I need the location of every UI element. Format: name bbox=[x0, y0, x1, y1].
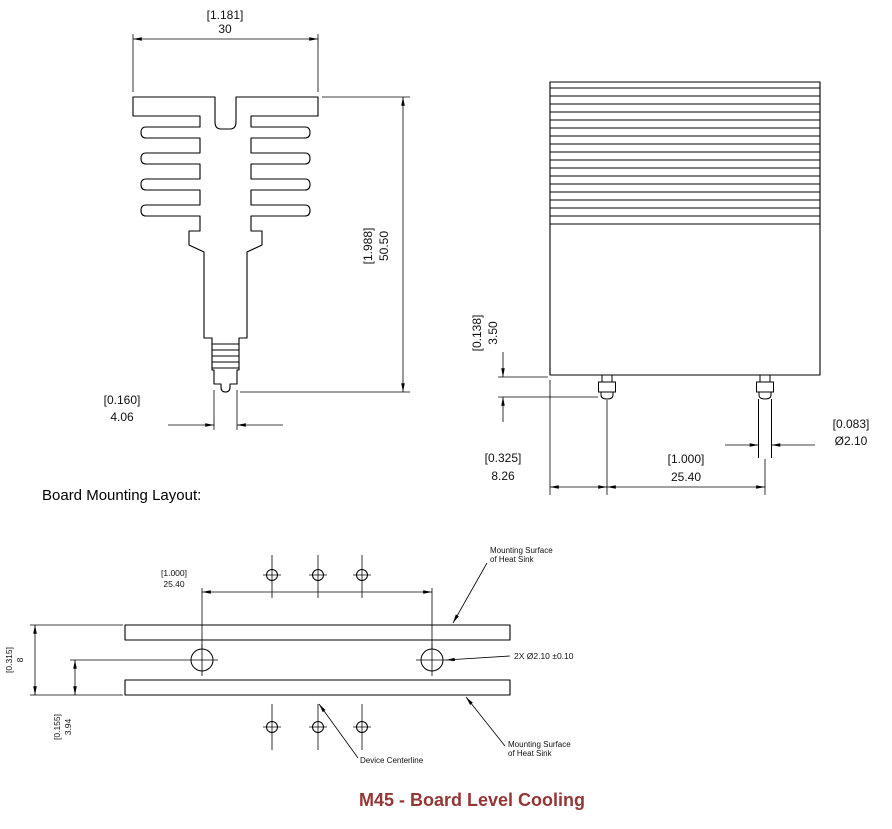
mounting-surface-note-top-line1: Mounting Surface bbox=[490, 546, 553, 555]
leader-lines bbox=[318, 562, 511, 759]
hole-centerlines bbox=[70, 644, 448, 676]
mounting-surface-note-bottom-line2: of Heat Sink bbox=[508, 749, 553, 758]
front-dim-width-inches: [1.181] bbox=[207, 8, 244, 22]
mounting-surface-note-bottom-line1: Mounting Surface bbox=[508, 740, 571, 749]
side-dim-pin-dia-inches: [0.083] bbox=[833, 417, 870, 431]
heatsink-profile-outline bbox=[132, 96, 319, 393]
mounting-surface-bar-top bbox=[124, 624, 511, 641]
mounting-holes bbox=[190, 648, 444, 672]
front-view: [1.181] 30 [1.988] 50.50 [0.160] 4.06 bbox=[104, 8, 410, 430]
side-dim-pin-spacing-mm: 25.40 bbox=[671, 470, 701, 484]
layout-dimension-lines bbox=[30, 588, 433, 696]
side-dim-edge-to-pin-mm: 8.26 bbox=[491, 469, 515, 483]
layout-hole-callout: 2X Ø2.10 ±0.10 bbox=[514, 651, 574, 661]
mounting-pin-right bbox=[756, 374, 774, 458]
mounting-surface-bar-bottom bbox=[124, 679, 511, 696]
board-layout: Board Mounting Layout: bbox=[4, 487, 574, 765]
fin-edge-lines bbox=[550, 87, 820, 225]
layout-dim-pattern-width-inches: [0.315] bbox=[4, 647, 14, 673]
device-lead-holes-top-centerlines bbox=[263, 555, 371, 598]
heatsink-body bbox=[549, 81, 821, 376]
side-dim-standoff-inches: [0.138] bbox=[470, 315, 484, 352]
side-view: [0.138] 3.50 [0.325] 8.26 [1.000] 25.40 … bbox=[470, 81, 870, 495]
device-lead-holes-bottom-centerlines bbox=[263, 704, 371, 750]
side-dim-pin-dia-mm: Ø2.10 bbox=[835, 434, 868, 448]
stud-thread-lines bbox=[212, 343, 239, 369]
mounting-surface-note-top-line2: of Heat Sink bbox=[490, 555, 535, 564]
layout-dim-center-offset-mm: 3.94 bbox=[63, 718, 73, 735]
front-dim-width-mm: 30 bbox=[218, 22, 232, 36]
side-dimension-lines bbox=[498, 352, 815, 495]
mounting-pin-left bbox=[598, 374, 616, 400]
layout-dim-hole-spacing-mm: 25.40 bbox=[163, 579, 185, 589]
board-layout-heading: Board Mounting Layout: bbox=[42, 487, 201, 504]
device-centerline-note: Device Centerline bbox=[360, 756, 424, 765]
layout-dim-hole-spacing-inches: [1.000] bbox=[161, 568, 187, 578]
front-dim-height-mm: 50.50 bbox=[377, 231, 391, 261]
front-dim-pin-inches: [0.160] bbox=[104, 393, 141, 407]
front-dim-pin-mm: 4.06 bbox=[110, 410, 134, 424]
side-dim-edge-to-pin-inches: [0.325] bbox=[485, 451, 522, 465]
layout-dim-center-offset-inches: [0.155] bbox=[52, 714, 62, 740]
layout-dim-pattern-width-mm: 8 bbox=[15, 657, 25, 662]
side-dim-standoff-mm: 3.50 bbox=[486, 321, 500, 345]
side-dim-pin-spacing-inches: [1.000] bbox=[668, 452, 705, 466]
drawing-title: M45 - Board Level Cooling bbox=[359, 790, 585, 810]
front-dimension-lines bbox=[132, 34, 410, 430]
front-dim-height-inches: [1.988] bbox=[361, 228, 375, 265]
